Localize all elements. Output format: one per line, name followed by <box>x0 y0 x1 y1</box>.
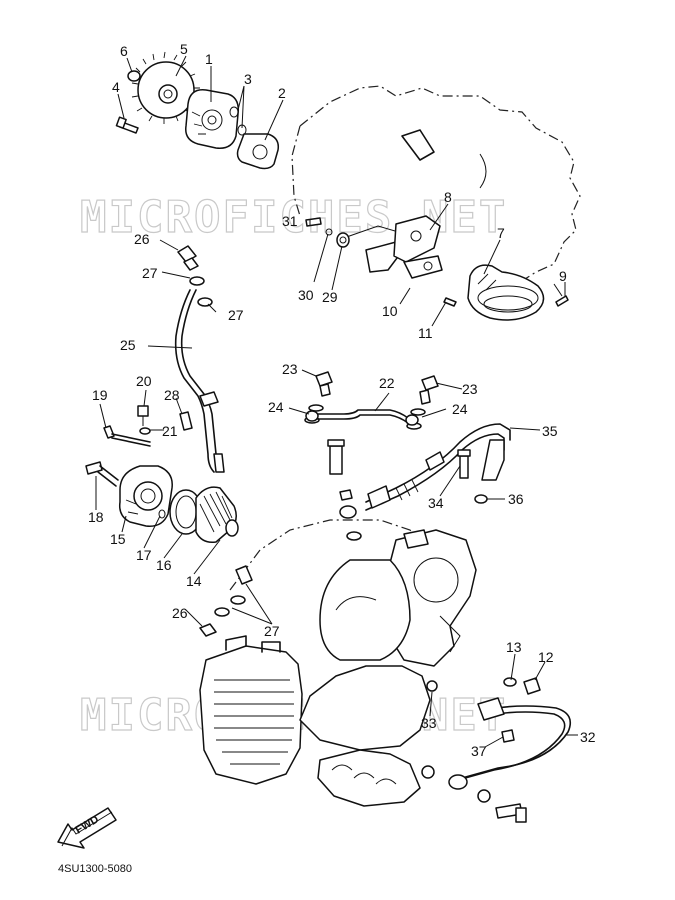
callout-34: 34 <box>428 495 444 511</box>
o-ring-30 <box>325 228 333 236</box>
gasket-13 <box>503 677 517 687</box>
callout-30: 30 <box>298 287 314 303</box>
callout-24-right: 24 <box>452 401 468 417</box>
callout-6: 6 <box>120 43 128 59</box>
o-ring-17 <box>158 509 166 519</box>
drain-plug-12 <box>523 677 541 695</box>
gasket-27-b <box>197 297 213 307</box>
callout-27-a: 27 <box>142 265 158 281</box>
banjo-bolt-34 <box>457 449 471 479</box>
drawing-code: 4SU1300-5080 <box>58 863 132 875</box>
engine-case-left <box>319 559 411 661</box>
callout-21: 21 <box>162 423 178 439</box>
callout-15: 15 <box>110 531 126 547</box>
callout-31: 31 <box>282 213 298 229</box>
callout-25: 25 <box>120 337 136 353</box>
callout-23-right: 23 <box>462 381 478 397</box>
callout-26-bottom: 26 <box>172 605 188 621</box>
callout-22: 22 <box>379 375 395 391</box>
callout-7: 7 <box>497 225 505 241</box>
union-bolt-23-right <box>419 375 439 405</box>
washer-21 <box>139 427 151 435</box>
callout-10: 10 <box>382 303 398 319</box>
strainer-bolt-9 <box>553 283 569 307</box>
union-bolt-26-bottom <box>199 623 217 637</box>
callout-27-b: 27 <box>228 307 244 323</box>
callout-11: 11 <box>418 325 433 341</box>
callout-24-left: 24 <box>268 399 284 415</box>
callout-8: 8 <box>444 189 452 205</box>
pump-bolt <box>115 116 139 134</box>
callout-18: 18 <box>88 509 104 525</box>
lower-bolt <box>495 803 527 823</box>
o-ring-33 <box>426 680 438 692</box>
oil-pump-body <box>185 89 240 149</box>
union-bolt-26-top <box>177 245 199 271</box>
fwd-arrow-icon: FWD <box>57 807 117 849</box>
callout-19: 19 <box>92 387 108 403</box>
callout-33: 33 <box>421 715 437 731</box>
oil-strainer-bracket <box>365 215 443 279</box>
callout-numbers: 6 5 1 3 2 4 8 7 9 10 11 31 30 29 26 27 2… <box>88 41 596 759</box>
callout-32: 32 <box>580 729 596 745</box>
lower-washers <box>421 765 491 803</box>
pump-washer <box>127 70 141 82</box>
union-bolt-centre <box>327 439 362 541</box>
callout-28: 28 <box>164 387 180 403</box>
oil-hose-35 <box>365 423 511 511</box>
union-bolt-23-left <box>315 371 333 397</box>
oil-strainer <box>467 264 545 321</box>
dowel-pin-31 <box>305 217 322 227</box>
callout-4: 4 <box>112 79 120 95</box>
callout-5: 5 <box>180 41 188 57</box>
callout-20: 20 <box>136 373 152 389</box>
gaskets-27-bottom <box>214 565 253 617</box>
oil-filter-element-14 <box>195 486 239 544</box>
oil-pump-gear <box>131 51 200 124</box>
pump-gasket <box>236 133 280 170</box>
collar-29 <box>336 232 350 248</box>
callout-3: 3 <box>244 71 252 87</box>
callout-37: 37 <box>471 743 487 759</box>
callout-13: 13 <box>506 639 522 655</box>
oil-hose-32 <box>448 697 572 790</box>
callout-23-left: 23 <box>282 361 298 377</box>
engine-cylinder <box>199 635 303 785</box>
callout-14: 14 <box>186 573 202 589</box>
plate-screw-11 <box>443 297 457 307</box>
bolt-18 <box>85 461 119 487</box>
bolt-28 <box>179 411 193 431</box>
oil-pipe-22 <box>305 409 419 426</box>
gasket-27-a <box>189 276 205 286</box>
callout-2: 2 <box>278 85 286 101</box>
callout-1: 1 <box>205 51 213 67</box>
callout-29: 29 <box>322 289 338 305</box>
callout-35: 35 <box>542 423 558 439</box>
bolt-37 <box>501 729 515 743</box>
bolt-20 <box>137 405 149 426</box>
gasket-36 <box>474 494 488 504</box>
callout-17: 17 <box>136 547 152 563</box>
oil-delivery-pipe-25 <box>174 289 225 473</box>
callout-16: 16 <box>156 557 172 573</box>
leader-lines <box>95 55 578 748</box>
callout-12: 12 <box>538 649 554 665</box>
callout-9: 9 <box>559 268 567 284</box>
callout-36: 36 <box>508 491 524 507</box>
callout-27-c: 27 <box>264 623 280 639</box>
callout-26-top: 26 <box>134 231 150 247</box>
bolt-19 <box>103 425 151 447</box>
